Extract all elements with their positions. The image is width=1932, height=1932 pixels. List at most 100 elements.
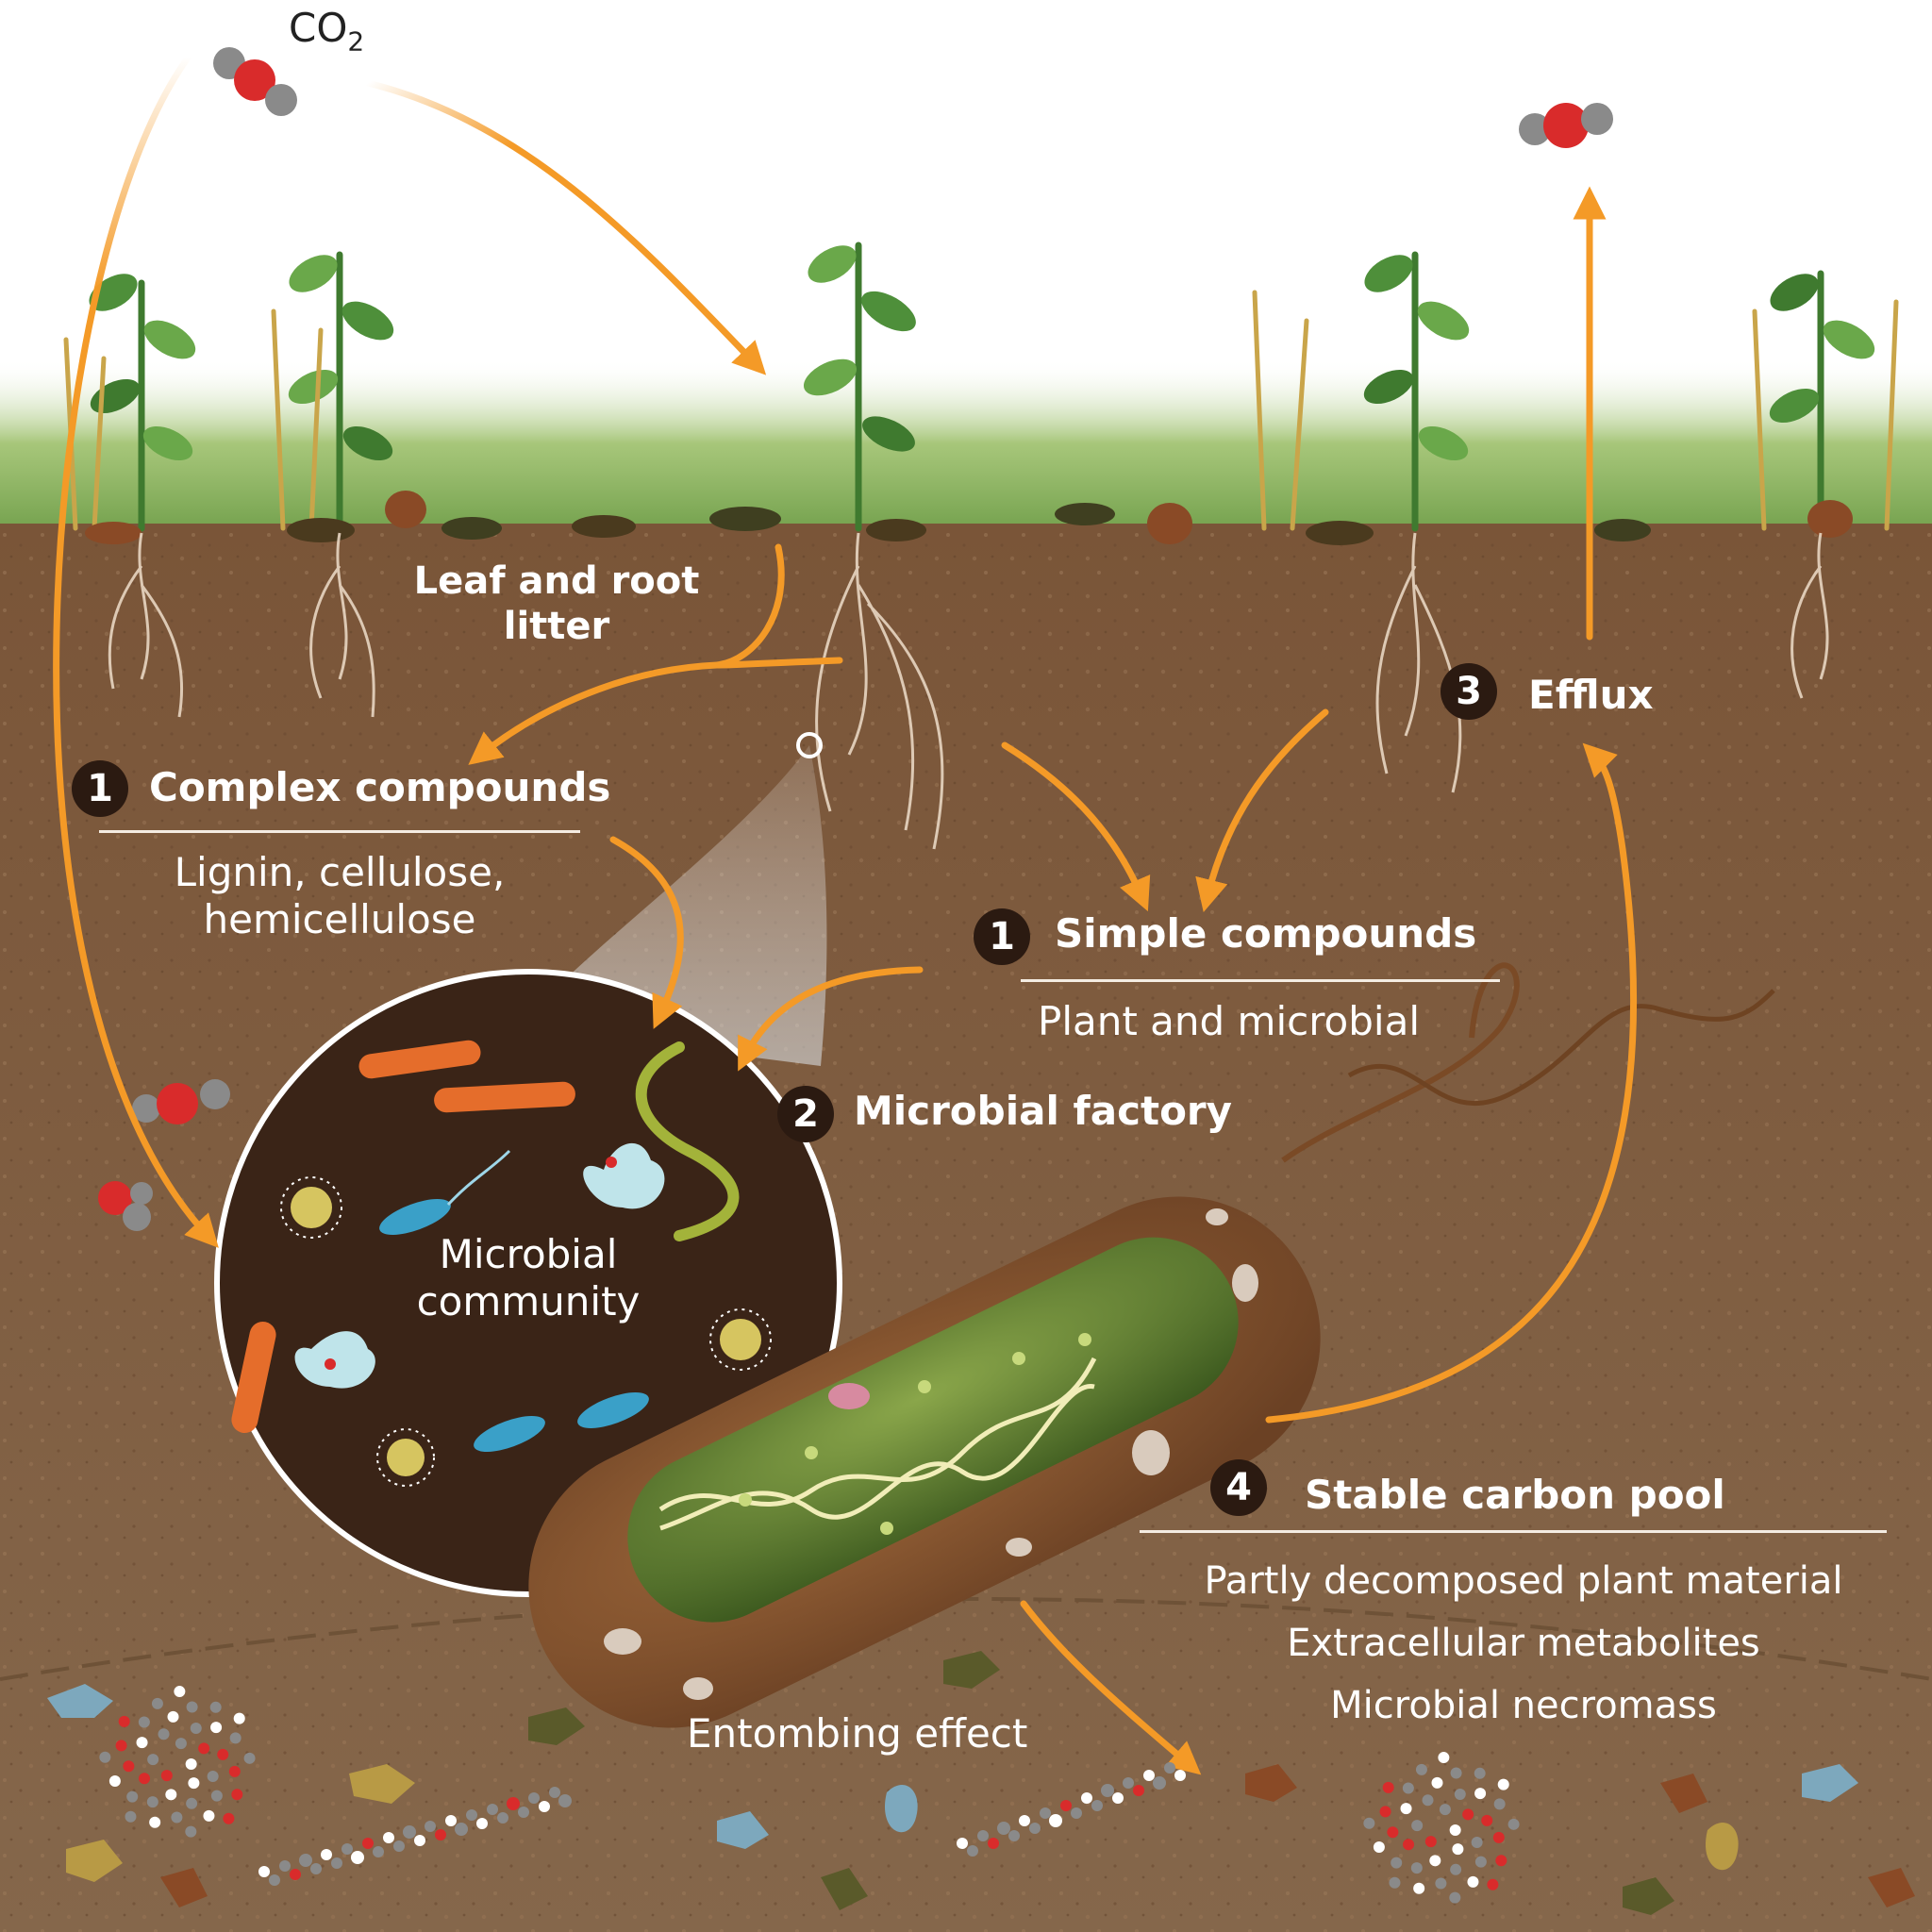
molecule-atom [1431, 1776, 1443, 1789]
molecule-atom [1091, 1800, 1103, 1811]
molecule-atom [1060, 1800, 1072, 1811]
grass-band [0, 358, 1932, 547]
molecule-atom [147, 1754, 159, 1766]
molecule-atom [1449, 1891, 1461, 1904]
molecule-atom [108, 1774, 121, 1787]
molecule-atom [231, 1789, 243, 1801]
plant-5 [1769, 270, 1875, 532]
molecule-atom [185, 1758, 197, 1770]
simple-number-badge: 1 [974, 908, 1030, 965]
molecule-atom [1492, 1831, 1505, 1843]
molecule-atom [149, 1816, 161, 1828]
co2-molecule-top-left [213, 47, 297, 116]
molecule-atom [1474, 1856, 1487, 1868]
simple-detail: Plant and microbial [1038, 998, 1420, 1044]
stable-number-badge: 4 [1210, 1459, 1267, 1516]
molecule-atom [186, 1797, 198, 1809]
molecule-atom [1424, 1836, 1437, 1848]
efflux-title: Efflux [1528, 672, 1654, 718]
arrow-root-join [713, 657, 843, 669]
co2-label-text: CO [289, 5, 348, 51]
molecule-atom [1450, 1863, 1462, 1875]
stable-rule [1140, 1530, 1887, 1533]
molecule-atom [174, 1686, 186, 1698]
molecule-atom [1049, 1814, 1062, 1827]
molecule-atom [1040, 1807, 1051, 1819]
molecule-atom [1402, 1782, 1414, 1794]
molecule-atom [258, 1866, 270, 1877]
molecule-atom [190, 1723, 202, 1735]
molecule-atom [1133, 1785, 1144, 1796]
co2-label: CO2 [289, 5, 364, 58]
co2-label-subscript: 2 [347, 25, 365, 58]
molecule-atom [217, 1748, 229, 1760]
molecule-atom [1164, 1762, 1175, 1774]
molecule-atom [539, 1801, 550, 1812]
molecule-atom [1474, 1788, 1487, 1800]
molecule-atom [1403, 1839, 1415, 1851]
molecule-clusters [99, 1686, 1520, 1904]
molecule-atom [1452, 1843, 1464, 1856]
community-label-line-2: community [416, 1278, 641, 1325]
molecule-atom [1493, 1798, 1506, 1810]
plant-4 [1363, 251, 1470, 532]
molecule-atom [1382, 1781, 1394, 1793]
surface-litter [85, 491, 1853, 545]
molecule-atom [158, 1728, 170, 1740]
molecule-atom [393, 1840, 405, 1852]
molecule-atom [1373, 1840, 1385, 1853]
molecule-atom [466, 1809, 477, 1821]
arrow-root2-to-simple [1195, 708, 1329, 912]
molecule-atom [186, 1701, 198, 1713]
complex-detail: Lignin, cellulose, hemicellulose [104, 849, 575, 944]
stable-detail: Partly decomposed plant material Extrace… [1132, 1550, 1915, 1737]
molecule-atom [487, 1804, 498, 1815]
molecule-atom [1429, 1855, 1441, 1867]
complex-detail-line-1: Lignin, cellulose, [174, 849, 506, 895]
community-label: Microbial community [368, 1231, 689, 1326]
arrow-co2-to-plant [364, 79, 767, 375]
arrow-root-to-simple [1001, 741, 1151, 912]
factory-number-badge: 2 [777, 1086, 834, 1142]
molecule-atom [299, 1854, 312, 1867]
molecule-atom [269, 1874, 280, 1886]
molecule-atom [341, 1843, 353, 1855]
arrow-bacterium-to-pool [1020, 1600, 1202, 1775]
molecule-atom [151, 1697, 163, 1709]
stable-detail-line-3: Microbial necromass [1330, 1684, 1717, 1727]
molecule-atom [1101, 1784, 1114, 1797]
molecule-atom [126, 1790, 139, 1803]
plant-1 [89, 274, 196, 532]
complex-title: Complex compounds [149, 764, 611, 810]
molecule-atom [518, 1807, 529, 1818]
molecule-atom [362, 1838, 374, 1849]
molecule-atom [1389, 1876, 1401, 1889]
molecule-atom [1495, 1855, 1507, 1867]
molecule-atom [414, 1835, 425, 1846]
arrow-bacterium-to-efflux [1265, 742, 1638, 1424]
molecule-atom [228, 1765, 241, 1777]
stable-detail-line-1: Partly decomposed plant material [1204, 1559, 1843, 1603]
molecule-atom [233, 1712, 245, 1724]
molecule-atom [207, 1771, 219, 1783]
molecule-atom [1467, 1875, 1479, 1888]
magnifier-point [796, 732, 823, 758]
molecule-atom [160, 1770, 173, 1782]
litter-label-line-2: litter [503, 605, 610, 648]
arrow-litter-to-complex [468, 543, 785, 765]
molecule-atom [497, 1812, 508, 1824]
stable-title: Stable carbon pool [1305, 1472, 1725, 1518]
molecule-atom [1387, 1826, 1399, 1839]
molecule-atom [1435, 1877, 1447, 1890]
molecule-atom [1029, 1823, 1041, 1834]
molecule-atom [1471, 1837, 1483, 1849]
molecule-atom [1019, 1815, 1030, 1826]
molecule-atom [1454, 1789, 1466, 1801]
plant-3 [803, 242, 916, 532]
molecule-atom [528, 1792, 540, 1804]
molecule-atom [146, 1796, 158, 1808]
molecule-atom [1507, 1818, 1520, 1830]
molecule-atom [558, 1794, 572, 1807]
